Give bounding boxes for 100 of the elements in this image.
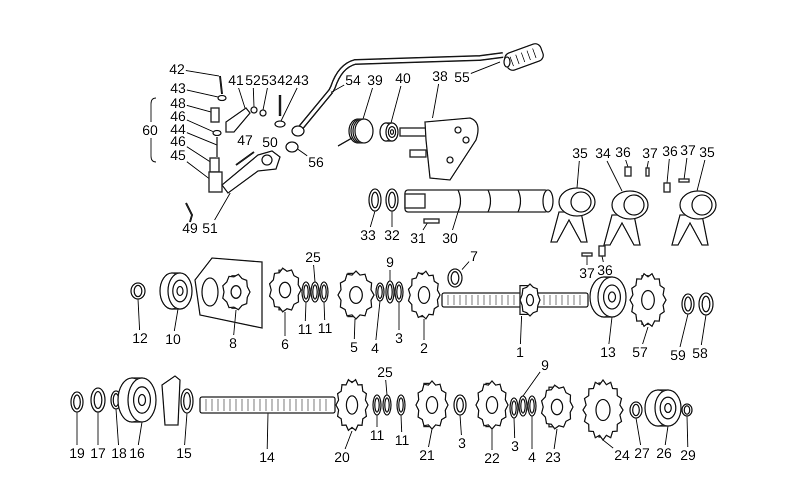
washer-drawing: [385, 280, 395, 304]
callout-number: 60: [142, 123, 158, 137]
leader-line: [186, 161, 210, 179]
washer-drawing: [368, 188, 382, 212]
washer-drawing: [629, 401, 643, 419]
callout-number: 43: [293, 73, 309, 87]
leader-line: [262, 88, 268, 110]
callout-number: 24: [614, 448, 630, 462]
callout-number: 29: [680, 448, 696, 462]
callout-number: 27: [634, 446, 650, 460]
washer-drawing: [130, 282, 146, 300]
gear-drawing: [408, 270, 441, 320]
callout-number: 46: [170, 134, 186, 148]
callout-number: 36: [662, 144, 678, 158]
callout-number: 25: [305, 250, 321, 264]
washer-drawing: [527, 395, 537, 417]
callout-number: 25: [377, 365, 393, 379]
washer-drawing: [301, 281, 311, 303]
pin-drawing: [208, 171, 223, 193]
gear-drawing: [582, 378, 624, 442]
callout-number: 59: [670, 348, 686, 362]
leader-line: [284, 312, 286, 336]
leader-line: [602, 256, 604, 262]
washer-drawing: [681, 403, 693, 417]
callout-number: 33: [360, 228, 376, 242]
bearing-drawing: [117, 377, 157, 423]
leader-line: [696, 160, 706, 192]
leader-line: [344, 430, 352, 450]
leader-line: [462, 261, 470, 270]
bolt-drawing: [219, 76, 223, 94]
leader-line: [664, 426, 668, 446]
callout-number: 14: [259, 450, 275, 464]
callout-number: 22: [484, 451, 500, 465]
callout-number: 40: [395, 71, 411, 85]
leader-line: [375, 300, 380, 340]
callout-number: 15: [176, 446, 192, 460]
callout-number: 35: [699, 145, 715, 159]
gear-drawing: [222, 273, 251, 311]
leader-line: [514, 418, 516, 438]
callout-number: 48: [170, 96, 186, 110]
callout-number: 43: [170, 81, 186, 95]
callout-number: 7: [470, 249, 478, 263]
pin-drawing: [645, 167, 650, 177]
leader-line: [470, 62, 500, 74]
callout-number: 56: [308, 155, 324, 169]
callout-number: 3: [458, 436, 466, 450]
selector-fork-drawing: [671, 190, 717, 246]
callout-number: 23: [545, 450, 561, 464]
leader-line: [606, 160, 622, 192]
washer-drawing: [319, 281, 329, 303]
selector-drum-drawing: [404, 189, 554, 213]
pin-drawing: [678, 178, 690, 183]
leader-line: [304, 302, 306, 322]
bearing-drawing: [159, 272, 193, 310]
leader-line: [185, 70, 220, 76]
pin-drawing: [624, 166, 632, 177]
washer-drawing: [274, 120, 286, 128]
callout-number: 13: [600, 345, 616, 359]
leader-line: [602, 440, 614, 449]
leader-line: [400, 414, 402, 432]
leader-line: [138, 298, 140, 330]
leader-line: [422, 222, 428, 230]
washer-drawing: [698, 292, 714, 316]
callout-number: 36: [615, 145, 631, 159]
lever-drawing: [221, 150, 281, 194]
lever-plate-drawing: [225, 107, 251, 133]
leader-line: [684, 158, 688, 180]
callout-number: 41: [228, 73, 244, 87]
callout-number: 4: [371, 341, 379, 355]
callout-number: 26: [656, 446, 672, 460]
washer-drawing: [90, 387, 106, 413]
leader-line: [686, 416, 688, 448]
leader-line: [625, 160, 628, 168]
callout-number: 37: [642, 146, 658, 160]
pin-drawing: [209, 157, 220, 173]
callout-number: 3: [511, 439, 519, 453]
leader-line: [280, 88, 298, 122]
callout-number: 30: [442, 231, 458, 245]
washer-drawing: [394, 281, 404, 303]
leader-line: [460, 414, 462, 436]
callout-number: 11: [318, 321, 332, 335]
pin-drawing: [423, 218, 440, 224]
callout-number: 44: [170, 122, 186, 136]
bearing-drawing: [644, 389, 682, 427]
callout-number: 36: [597, 263, 613, 277]
washer-drawing: [259, 109, 267, 117]
callout-number: 3: [395, 331, 403, 345]
callout-number: 55: [454, 70, 470, 84]
callout-number: 46: [170, 109, 186, 123]
callout-number: 21: [419, 448, 435, 462]
leader-line: [238, 88, 246, 108]
callout-number: 45: [170, 148, 186, 162]
leader-line: [376, 414, 378, 428]
callout-number: 39: [367, 73, 383, 87]
washer-drawing: [250, 106, 258, 114]
callout-number: 35: [572, 146, 588, 160]
leader-line: [330, 84, 345, 93]
washer-drawing: [396, 394, 406, 416]
leader-line: [186, 104, 212, 112]
washer-drawing: [212, 130, 222, 136]
